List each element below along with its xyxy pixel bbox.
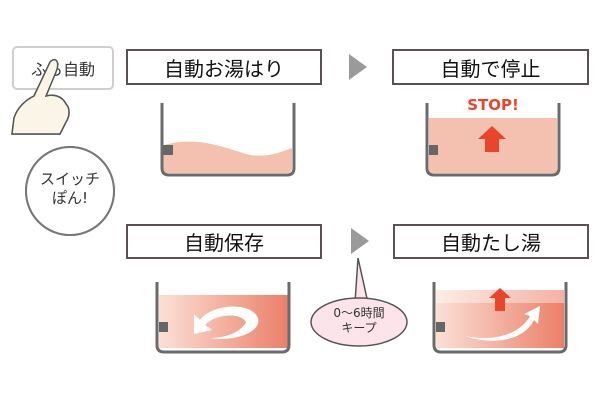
keep-bubble-shape (310, 257, 408, 347)
tub-filling (160, 103, 296, 177)
switch-callout: スイッチ ぽん! (26, 170, 114, 208)
keep-label: キープ (341, 321, 377, 335)
furo-auto-button[interactable]: ふろ自動 (12, 46, 114, 90)
circulation-arrow-icon (194, 306, 259, 339)
next-arrow-icon (351, 228, 369, 254)
step-auto-stop-title: 自動で停止 (392, 49, 589, 85)
next-arrow-icon (349, 54, 367, 80)
callout-line2: ぽん! (51, 189, 88, 207)
step-auto-topup-title: 自動たし湯 (393, 224, 589, 259)
keep-duration: 0〜6時間 (333, 306, 385, 320)
step-auto-fill-title: 自動お湯はり (126, 49, 322, 85)
up-arrow-icon (478, 126, 506, 152)
furo-auto-label: ふろ自動 (30, 60, 95, 79)
step-auto-keep-title: 自動保存 (126, 224, 322, 259)
callout-line1: スイッチ (39, 170, 100, 188)
curved-arrow-icon (465, 306, 540, 341)
keep-bubble: 0〜6時間 キープ (313, 306, 405, 336)
tub-keeping-warm (155, 282, 291, 354)
tub-stopped (425, 103, 561, 177)
stop-badge: STOP! (467, 96, 519, 114)
tub-topping-up (432, 282, 568, 354)
up-arrow-icon (489, 288, 511, 311)
